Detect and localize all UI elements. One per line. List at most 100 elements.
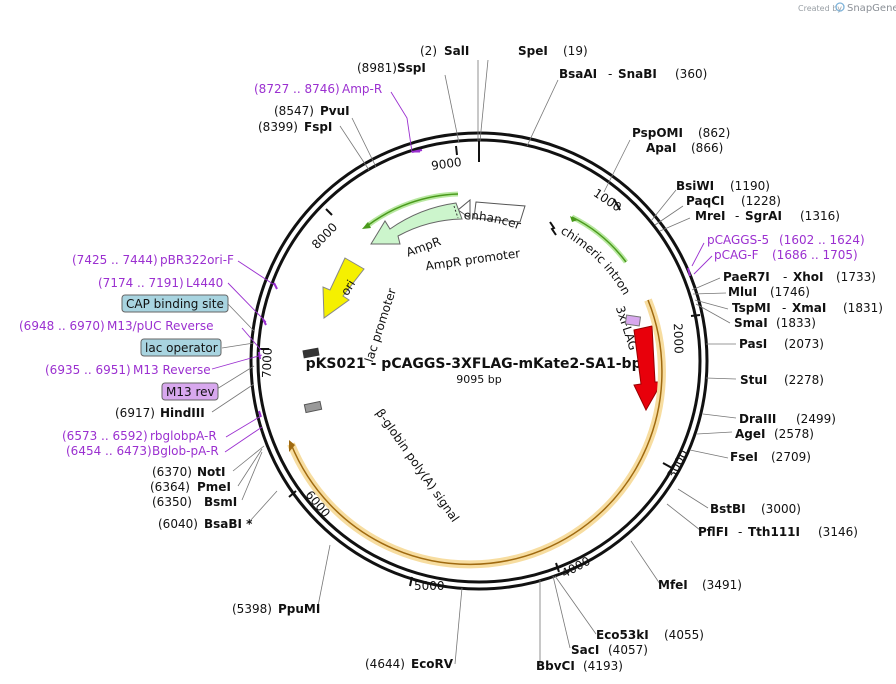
site-bsabi[interactable]: (6040) BsaBI * bbox=[158, 517, 253, 531]
site-ecorv[interactable]: (4644) EcoRV bbox=[365, 657, 454, 671]
site-name: BsiWI bbox=[676, 179, 714, 193]
primer-range: (8727 .. 8746) bbox=[254, 82, 340, 96]
site-eco53ki[interactable]: Eco53kI (4055) bbox=[596, 628, 704, 642]
site-bstbi[interactable]: BstBI (3000) bbox=[710, 502, 801, 516]
flag-marker[interactable] bbox=[624, 314, 642, 327]
site-agei[interactable]: AgeI (2578) bbox=[735, 427, 814, 441]
site-sspi[interactable]: (8981) SspI bbox=[357, 61, 426, 75]
site-position: (1316) bbox=[800, 209, 840, 223]
site-position: (4055) bbox=[664, 628, 704, 642]
primer-name: pCAG-F bbox=[714, 248, 759, 262]
primer-range: (6573 .. 6592) bbox=[62, 429, 148, 443]
site-position: (1190) bbox=[730, 179, 770, 193]
site-position: (4644) bbox=[365, 657, 405, 671]
cap-binding-site-box[interactable]: CAP binding site bbox=[121, 294, 229, 313]
primer-range: (1686 .. 1705) bbox=[772, 248, 858, 262]
site-mlui[interactable]: MluI (1746) bbox=[728, 285, 810, 299]
cap-binding-site-label: CAP binding site bbox=[126, 297, 224, 311]
site-name: PaeR7I bbox=[723, 270, 770, 284]
orange-bar-line[interactable] bbox=[290, 299, 663, 566]
site-name: SspI bbox=[397, 61, 426, 75]
intron-marker-icon bbox=[549, 221, 557, 236]
site-draiii[interactable]: DraIII (2499) bbox=[739, 412, 836, 426]
site-noti[interactable]: (6370) NotI bbox=[152, 465, 226, 479]
site-position: (8547) bbox=[274, 104, 314, 118]
primer-amp-r[interactable]: (8727 .. 8746) Amp-R bbox=[254, 82, 382, 96]
ampr-feature[interactable] bbox=[370, 202, 463, 245]
snapgene-logo-icon bbox=[835, 2, 845, 12]
primer-l4440[interactable]: (7174 .. 7191) L4440 bbox=[98, 276, 223, 290]
site-bsiwi[interactable]: BsiWI (1190) bbox=[676, 179, 770, 193]
site-smai[interactable]: SmaI (1833) bbox=[734, 316, 816, 330]
site-mrei-sgrai[interactable]: MreI - SgrAI (1316) bbox=[695, 209, 840, 223]
site-paer7i-xhoi[interactable]: PaeR7I - XhoI (1733) bbox=[723, 270, 876, 284]
site-spei[interactable]: SpeI (19) bbox=[518, 44, 588, 58]
tick-label: 4000 bbox=[559, 554, 593, 581]
site-bsaai-snabi[interactable]: BsaAI - SnaBI (360) bbox=[559, 67, 707, 81]
ampr-promoter-arrow[interactable] bbox=[457, 198, 471, 219]
green-primer-left-arrowhead bbox=[362, 222, 371, 229]
site-apai[interactable]: ApaI (866) bbox=[646, 141, 723, 155]
site-pmei[interactable]: (6364) PmeI bbox=[150, 480, 231, 494]
site-saci[interactable]: SacI (4057) bbox=[571, 643, 648, 657]
site-position: (3146) bbox=[818, 525, 858, 539]
site-pspomi[interactable]: PspOMI (862) bbox=[632, 126, 730, 140]
svg-text:-: - bbox=[783, 270, 787, 284]
site-name: BsaAI bbox=[559, 67, 597, 81]
site-pflfi-tth111i[interactable]: PflFI - Tth111I (3146) bbox=[698, 525, 858, 539]
site-sali[interactable]: (2) SalI bbox=[420, 44, 469, 58]
lac-operator-marker[interactable] bbox=[302, 347, 320, 359]
site-name: SalI bbox=[444, 44, 469, 58]
site-mfei[interactable]: MfeI (3491) bbox=[658, 578, 742, 592]
lac-operator-box[interactable]: lac operator bbox=[140, 338, 222, 357]
primer-rbglobpa-r[interactable]: (6573 .. 6592) rbglobpA-R bbox=[62, 429, 217, 443]
primer-bglob-pa-r[interactable]: (6454 .. 6473) Bglob-pA-R bbox=[66, 444, 219, 458]
tick-label: 2000 bbox=[671, 323, 686, 354]
globin-marker[interactable] bbox=[303, 400, 323, 414]
site-bsmi[interactable]: (6350) BsmI bbox=[152, 495, 237, 509]
site-name: SgrAI bbox=[745, 209, 782, 223]
site-position: (2278) bbox=[784, 373, 824, 387]
mkate2-feature[interactable] bbox=[633, 325, 663, 412]
lac-operator-label: lac operator bbox=[145, 341, 218, 355]
ampr-label: AmpR bbox=[404, 234, 442, 259]
m13-rev-box[interactable]: M13 rev bbox=[161, 382, 219, 401]
cmv-enhancer-feature[interactable] bbox=[473, 201, 526, 223]
site-name: PpuMI bbox=[278, 602, 320, 616]
site-position: (2709) bbox=[771, 450, 811, 464]
site-name: SnaBI bbox=[618, 67, 657, 81]
site-name: BstBI bbox=[710, 502, 746, 516]
lac-promoter-label: lac promoter bbox=[362, 286, 399, 363]
site-name: MluI bbox=[728, 285, 757, 299]
site-pvui[interactable]: (8547) PvuI bbox=[274, 104, 350, 118]
site-fspi[interactable]: (8399) FspI bbox=[258, 120, 332, 134]
site-name: FseI bbox=[730, 450, 758, 464]
primer-pcaggs-5[interactable]: pCAGGS-5 (1602 .. 1624) bbox=[707, 233, 865, 247]
primer-tabs bbox=[258, 149, 691, 418]
brand-name: SnapGene bbox=[847, 3, 896, 14]
site-position: (1831) bbox=[843, 301, 883, 315]
site-name: PvuI bbox=[320, 104, 350, 118]
site-pasi[interactable]: PasI (2073) bbox=[739, 337, 824, 351]
site-tspmi-xmai[interactable]: TspMI - XmaI (1831) bbox=[732, 301, 883, 315]
site-hindiii[interactable]: (6917) HindIII bbox=[115, 406, 205, 420]
primer-pbr322ori-f[interactable]: (7425 .. 7444) pBR322ori-F bbox=[72, 253, 234, 267]
site-fsei[interactable]: FseI (2709) bbox=[730, 450, 811, 464]
site-ppumi[interactable]: (5398) PpuMI bbox=[232, 602, 320, 616]
primer-m13-puc-reverse[interactable]: (6948 .. 6970) M13/pUC Reverse bbox=[19, 319, 214, 333]
primer-pcag-f[interactable]: pCAG-F (1686 .. 1705) bbox=[714, 248, 858, 262]
primer-m13-reverse[interactable]: (6935 .. 6951) M13 Reverse bbox=[45, 363, 211, 377]
site-position: (360) bbox=[675, 67, 707, 81]
site-name: DraIII bbox=[739, 412, 776, 426]
orange-bar-arrowhead bbox=[289, 440, 295, 452]
globin-label: β-globin poly(A) signal bbox=[373, 406, 462, 525]
site-name: PflFI bbox=[698, 525, 728, 539]
site-stui[interactable]: StuI (2278) bbox=[740, 373, 824, 387]
ori-feature[interactable] bbox=[322, 257, 365, 319]
primer-name: M13/pUC Reverse bbox=[107, 319, 214, 333]
site-bbvci[interactable]: BbvCI (4193) bbox=[536, 659, 623, 673]
primer-leaders bbox=[211, 91, 713, 453]
site-paqci[interactable]: PaqCI (1228) bbox=[686, 194, 781, 208]
